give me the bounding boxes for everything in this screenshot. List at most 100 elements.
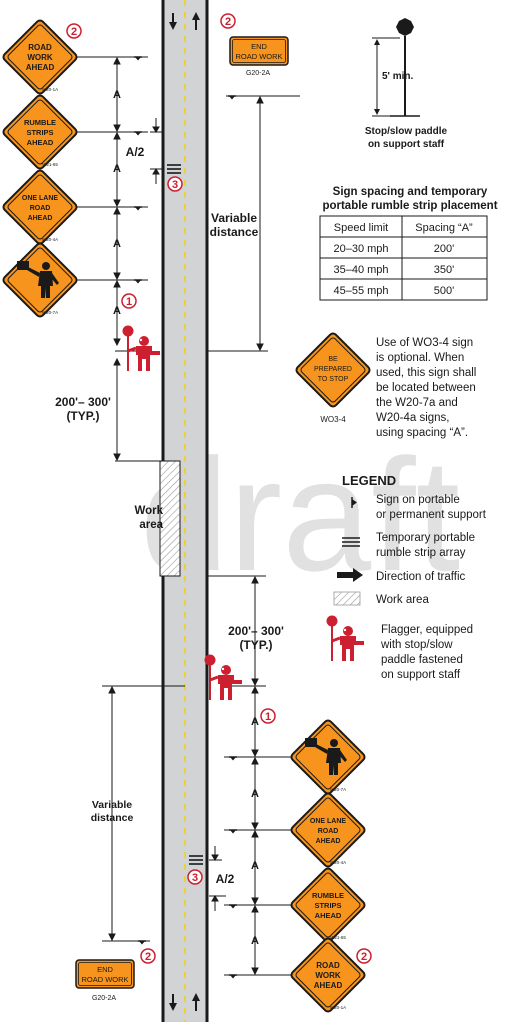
sign-rumble-strips-ahead-top: RUMBLE STRIPS AHEAD W21-65 <box>0 92 80 172</box>
sign-flagger-ahead-bottom: W20-7A <box>288 717 368 797</box>
paddle-caption: on support staff <box>368 139 445 150</box>
svg-text:3: 3 <box>192 872 198 884</box>
svg-text:AHEAD: AHEAD <box>26 63 55 72</box>
svg-text:Work area: Work area <box>376 594 429 606</box>
rumble-strip-icon <box>342 537 360 547</box>
variable-distance-label-top: Variable <box>211 211 257 225</box>
svg-text:the W20-7a and: the W20-7a and <box>376 397 458 409</box>
table-cell: 200' <box>434 243 454 255</box>
svg-text:ROAD: ROAD <box>30 205 51 212</box>
svg-text:be located between: be located between <box>376 382 476 394</box>
svg-text:rumble strip array: rumble strip array <box>376 547 466 559</box>
sign-end-road-work-bottom: END ROAD WORK G20-2A <box>75 959 135 1002</box>
flagger-icon <box>325 614 366 663</box>
svg-text:RUMBLE: RUMBLE <box>24 118 56 127</box>
svg-text:W20-4a signs,: W20-4a signs, <box>376 412 450 424</box>
svg-text:2: 2 <box>361 951 367 963</box>
callout-3-top: 3 <box>167 176 183 192</box>
dim-a-label: A <box>113 163 121 175</box>
variable-distance-label-bottom: Variable <box>92 799 132 811</box>
table-cell: 45–55 mph <box>333 285 388 297</box>
svg-text:1: 1 <box>126 296 132 308</box>
sign-be-prepared-to-stop: BE PREPARED TO STOP WO3-4 <box>293 330 373 424</box>
sign-one-lane-road-ahead-top: ONE LANE ROAD AHEAD W20-4A <box>0 167 80 247</box>
sign-flagger-ahead-top: W20-7A <box>0 240 80 320</box>
a-half-dimension-top <box>150 118 162 184</box>
table-cell: 500' <box>434 285 454 297</box>
dim-a-label: A <box>251 716 259 728</box>
sign-one-lane-road-ahead-bottom: ONE LANE ROAD AHEAD W20-4A <box>288 790 368 870</box>
typ-range-label-top: 200'– 300' <box>55 395 111 409</box>
dim-a-half-label: A/2 <box>126 145 145 159</box>
sign-support-icon <box>351 497 357 508</box>
dim-a-label: A <box>113 305 121 317</box>
variable-distance-label-top: distance <box>210 225 259 239</box>
svg-text:ROAD WORK: ROAD WORK <box>235 52 282 61</box>
svg-text:WORK: WORK <box>315 971 341 980</box>
svg-text:W20-1A: W20-1A <box>330 1005 346 1010</box>
paddle-height-label: 5' min. <box>382 71 413 82</box>
dim-a-label: A <box>251 935 259 947</box>
svg-text:1: 1 <box>265 711 271 723</box>
rumble-strip-top <box>167 164 181 174</box>
svg-text:Direction of traffic: Direction of traffic <box>376 571 466 583</box>
callout-1-top: 1 <box>121 293 137 309</box>
svg-text:W20-1A: W20-1A <box>42 87 58 92</box>
table-title: Sign spacing and temporary <box>333 186 488 198</box>
svg-text:3: 3 <box>172 179 178 191</box>
dim-a-label: A <box>113 89 121 101</box>
callout-1-bottom: 1 <box>260 708 276 724</box>
arrow-down-icon <box>169 13 177 30</box>
sign-rumble-strips-ahead-bottom: RUMBLE STRIPS AHEAD W21-65 <box>288 865 368 945</box>
table-header: Spacing “A” <box>415 222 473 234</box>
typ-label-bottom: (TYP.) <box>239 638 272 652</box>
svg-text:with stop/slow: with stop/slow <box>380 639 453 651</box>
sign-end-road-work-top: END ROAD WORK G20-2A <box>229 36 289 77</box>
svg-text:W20-4A: W20-4A <box>42 237 58 242</box>
a-half-dimension-bottom <box>209 846 222 911</box>
svg-text:WO3-4: WO3-4 <box>320 415 346 424</box>
svg-text:STRIPS: STRIPS <box>26 128 53 137</box>
svg-text:WORK: WORK <box>27 53 53 62</box>
svg-text:Use of WO3-4 sign: Use of WO3-4 sign <box>376 337 473 349</box>
svg-text:AHEAD: AHEAD <box>316 838 341 845</box>
rumble-strip-bottom <box>189 855 203 865</box>
svg-text:ROAD WORK: ROAD WORK <box>81 975 128 984</box>
arrow-up-icon <box>192 993 200 1011</box>
svg-text:Temporary portable: Temporary portable <box>376 532 475 544</box>
typ-label-top: (TYP.) <box>66 409 99 423</box>
stop-slow-paddle <box>372 18 420 117</box>
svg-text:BE: BE <box>328 356 338 363</box>
arrow-down-icon <box>169 994 177 1011</box>
dim-a-label: A <box>251 788 259 800</box>
svg-text:G20-2A: G20-2A <box>246 70 270 77</box>
work-area-label: Work <box>134 505 163 517</box>
svg-text:W21-65: W21-65 <box>330 935 346 940</box>
paddle-caption: Stop/slow paddle <box>365 126 448 137</box>
variable-distance-top <box>207 95 300 352</box>
callout-2-top-left: 2 <box>66 23 82 39</box>
svg-text:AHEAD: AHEAD <box>314 981 343 990</box>
svg-text:Flagger, equipped: Flagger, equipped <box>381 624 473 636</box>
svg-text:ROAD: ROAD <box>28 43 52 52</box>
spacing-table: Speed limit Spacing “A” 20–30 mph 200' 3… <box>319 215 488 301</box>
svg-text:Sign on portable: Sign on portable <box>376 494 460 506</box>
svg-text:G20-2A: G20-2A <box>92 995 116 1002</box>
sign-road-work-ahead-top: ROAD WORK AHEAD W20-1A <box>0 17 80 97</box>
callout-3-bottom: 3 <box>187 869 203 885</box>
legend: Sign on portable or permanent support Te… <box>325 494 487 681</box>
traffic-arrow-icon <box>337 568 363 582</box>
callout-2-bottom-left: 2 <box>140 948 156 964</box>
svg-text:W21-65: W21-65 <box>42 162 58 167</box>
svg-text:TO STOP: TO STOP <box>318 376 349 383</box>
svg-text:2: 2 <box>225 16 231 28</box>
svg-text:AHEAD: AHEAD <box>28 215 53 222</box>
svg-text:END: END <box>97 965 113 974</box>
road <box>159 0 209 1022</box>
svg-text:W20-7A: W20-7A <box>42 310 58 315</box>
svg-text:ROAD: ROAD <box>316 961 340 970</box>
svg-text:AHEAD: AHEAD <box>315 911 342 920</box>
table-cell: 35–40 mph <box>333 264 388 276</box>
wo34-note: Use of WO3-4 sign is optional. When used… <box>376 337 476 439</box>
svg-text:ONE LANE: ONE LANE <box>310 818 347 825</box>
